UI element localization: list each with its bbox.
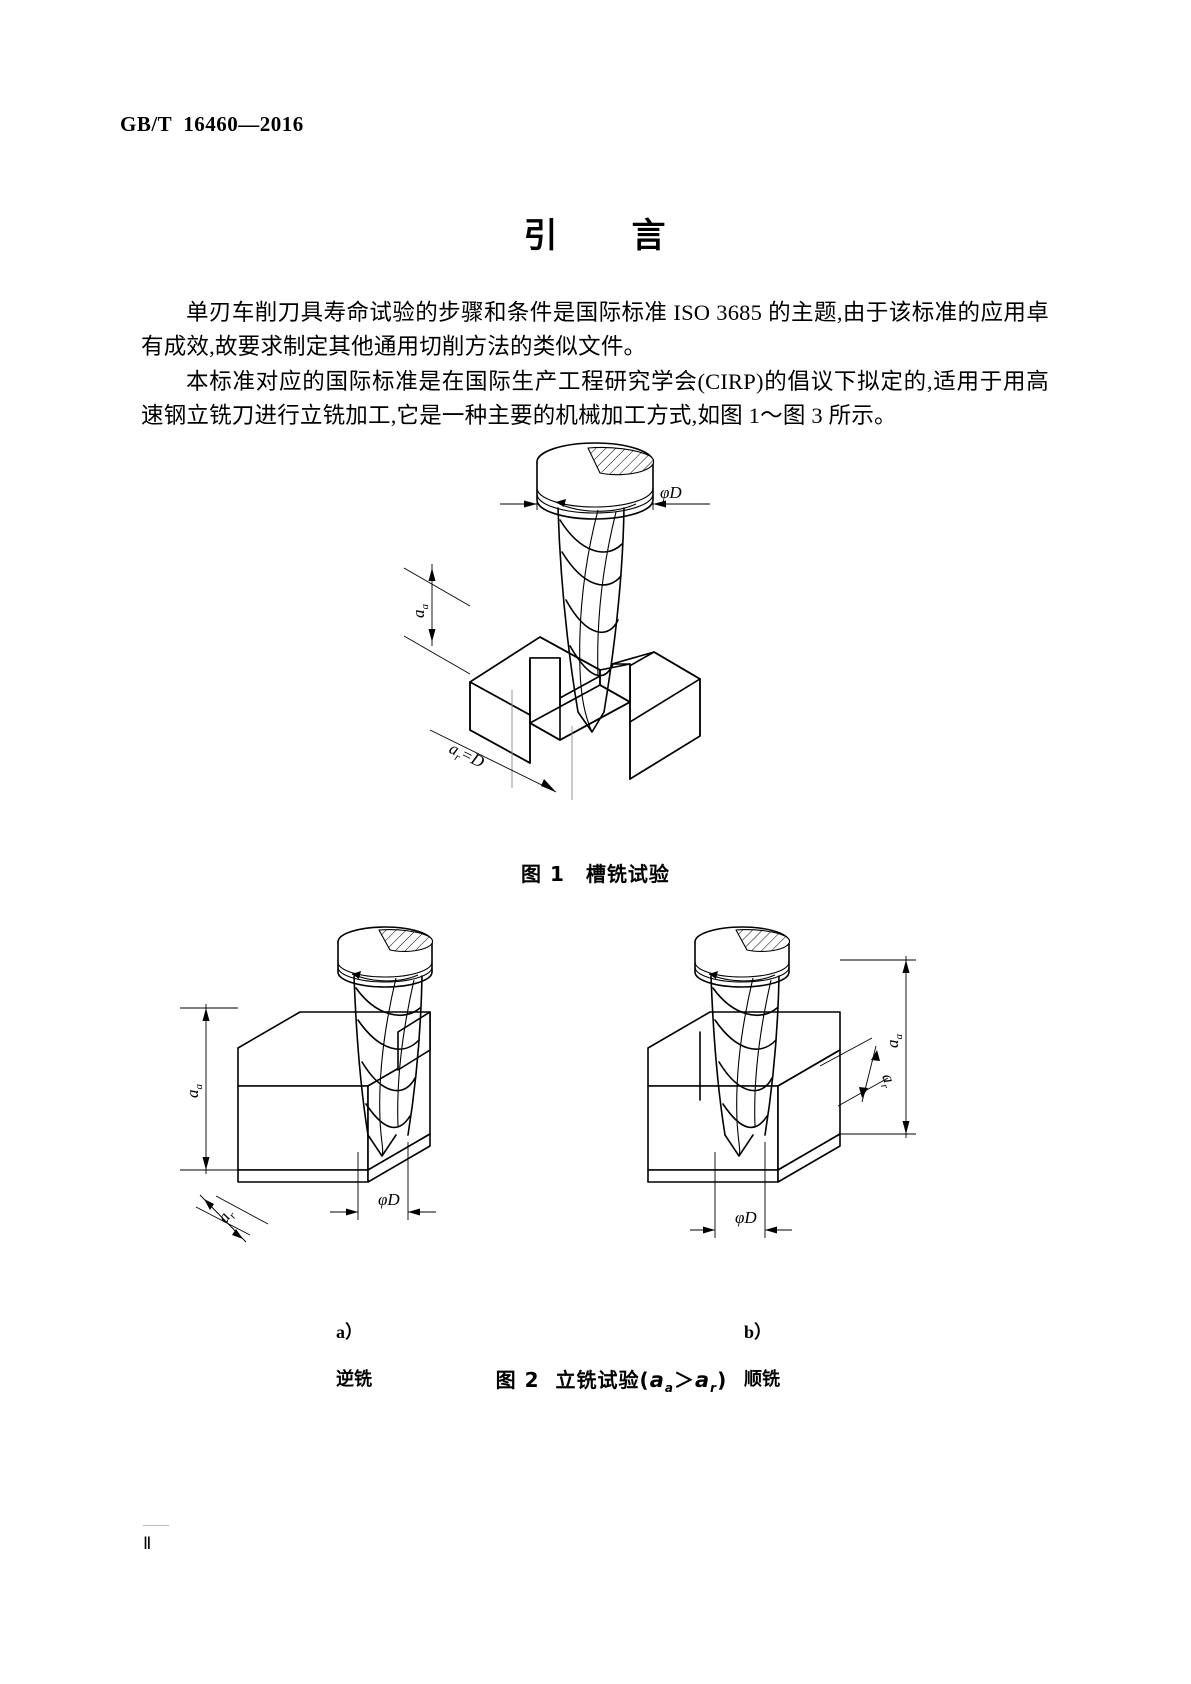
figure-2-drawing: φD aa ar xyxy=(180,926,916,1243)
figure-2-caption-paren-open: ( xyxy=(639,1368,650,1392)
body-text: 单刃车削刀具寿命试验的步骤和条件是国际标准 ISO 3685 的主题,由于该标准… xyxy=(141,296,1049,433)
figure-2-caption-number: 图 2 xyxy=(495,1368,540,1392)
figure-2a-label-diameter: φD xyxy=(378,1190,400,1209)
page-title: 引 言 xyxy=(523,216,668,256)
figure-2b-label-radial-depth: ar xyxy=(875,1071,900,1091)
footer-divider xyxy=(143,1525,169,1526)
figure-2a-label-axial-depth: aa xyxy=(183,1084,205,1099)
figure-2a-label-radial-depth: ar xyxy=(214,1204,240,1227)
figure-1-label-axial-depth: aa xyxy=(409,604,431,619)
figure-2b-label-diameter: φD xyxy=(735,1208,757,1227)
figure-2-caption-var1-sub: a xyxy=(664,1381,674,1395)
figure-1-label-radial-depth: ar=D xyxy=(445,739,488,775)
figure-2-caption-var2: a xyxy=(694,1368,711,1392)
figure-2-caption-var2-sub: r xyxy=(710,1381,718,1395)
figure-2b-marker: b） xyxy=(744,1322,773,1342)
paragraph-2: 本标准对应的国际标准是在国际生产工程研究学会(CIRP)的倡议下拟定的,适用于用… xyxy=(141,369,1049,428)
figure-2-illustration: φD aa ar xyxy=(0,920,1191,1360)
figure-2-caption-paren-close: ) xyxy=(717,1368,728,1392)
figure-2a-caption: a） 逆铣 xyxy=(318,1297,372,1412)
figure-2b-label: 顺铣 xyxy=(744,1369,780,1389)
figure-2a-label: 逆铣 xyxy=(336,1369,372,1389)
figure-2b-drawing: φD aa ar xyxy=(647,926,916,1238)
running-header-standard-code: GB/T 16460—2016 xyxy=(120,112,304,136)
paragraph-1: 单刃车削刀具寿命试验的步骤和条件是国际标准 ISO 3685 的主题,由于该标准… xyxy=(141,300,1049,359)
figure-2-caption-name: 立铣试验 xyxy=(555,1368,640,1392)
figure-2b-label-axial-depth: aa xyxy=(883,1034,905,1049)
page-number: Ⅱ xyxy=(143,1534,152,1553)
figure-1-label-diameter: φD xyxy=(660,483,682,502)
figure-2a-marker: a） xyxy=(336,1322,363,1342)
figure-2-caption-var1: a xyxy=(649,1368,665,1392)
figure-1-illustration: φD aa ar=D xyxy=(0,440,1191,840)
figure-2b-caption: b） 顺铣 xyxy=(726,1297,780,1412)
figure-1-caption: 图 1 槽铣试验 xyxy=(521,862,670,886)
figure-2a-drawing: φD aa ar xyxy=(180,926,436,1243)
figure-2-caption-operator: ＞ xyxy=(673,1368,695,1392)
figure-1-drawing: φD aa ar=D xyxy=(403,442,710,800)
